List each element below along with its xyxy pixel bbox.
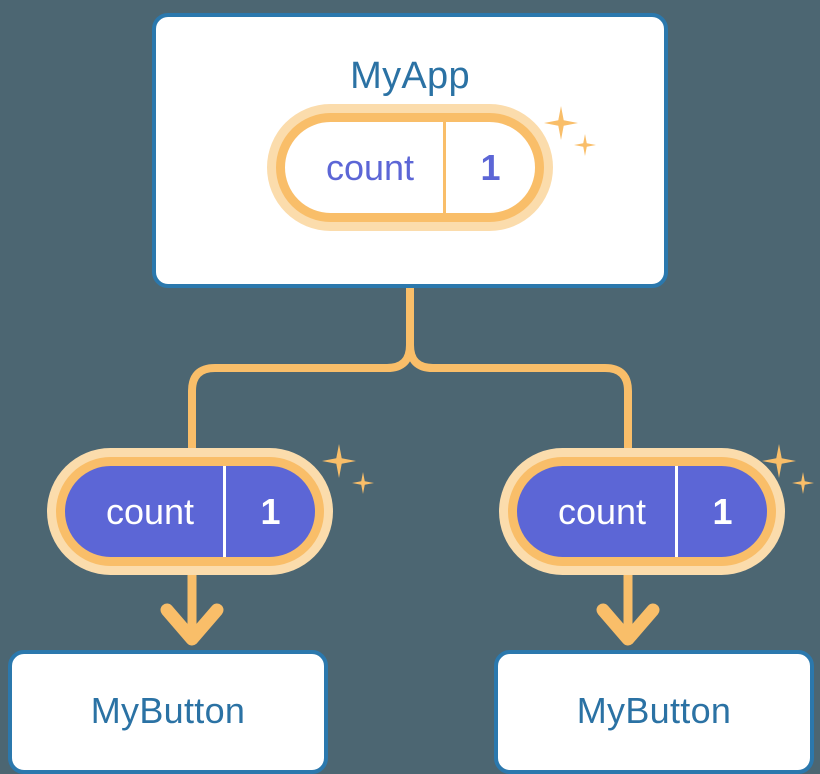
state-pill-value: 1: [443, 122, 535, 213]
sparkle-icon-small: [352, 472, 374, 494]
state-pill-label: count: [105, 490, 195, 532]
state-pill-myapp[interactable]: count 1: [276, 113, 544, 222]
page-title: MyApp: [350, 55, 470, 97]
sparkle-icon-small: [792, 472, 814, 494]
connector-app-to-left-pill: [188, 284, 414, 459]
component-card-label: MyButton: [576, 690, 732, 731]
component-card-mybutton-left[interactable]: MyButton: [8, 650, 328, 774]
state-pill-value: 1: [223, 466, 315, 557]
connector-app-to-right-pill: [406, 284, 632, 459]
state-pill-consumer-left[interactable]: count 1: [56, 457, 324, 566]
arrow-down-icon-right: [596, 572, 660, 646]
component-card-mybutton-right[interactable]: MyButton: [494, 650, 814, 774]
sparkle-icon-large: [762, 444, 796, 478]
arrow-down-icon-left: [160, 572, 224, 646]
state-pill-value: 1: [675, 466, 767, 557]
state-pill-label: count: [325, 146, 415, 188]
component-card-label: MyButton: [90, 690, 246, 731]
state-pill-label: count: [557, 490, 647, 532]
state-pill-consumer-right[interactable]: count 1: [508, 457, 776, 566]
sparkle-icon-large: [322, 444, 356, 478]
